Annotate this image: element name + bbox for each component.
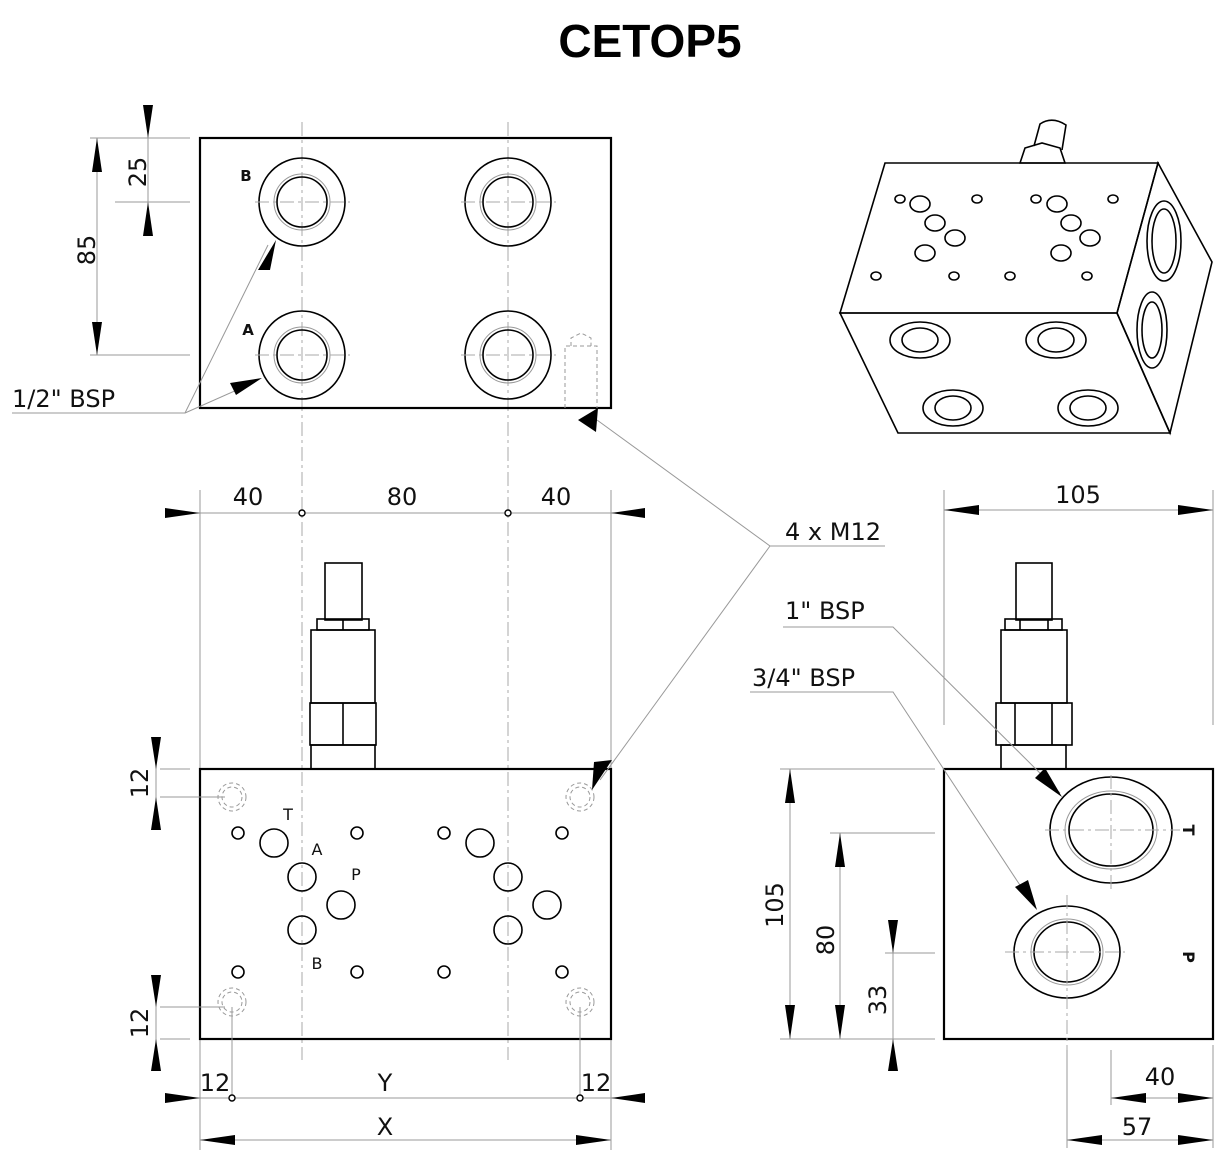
- port-label-b-front: B: [312, 954, 323, 973]
- dim-40-right: 40: [541, 483, 572, 511]
- port-p-side: [1005, 895, 1125, 1060]
- port-label-p: P: [351, 865, 361, 884]
- arrow: [258, 240, 276, 270]
- dim-40-side: 40: [1145, 1063, 1176, 1091]
- callout-half-bsp: 1/2" BSP: [12, 385, 115, 413]
- side-view: 105 T P: [750, 481, 1215, 1148]
- side-view-block: [942, 767, 1215, 1041]
- top-view: B A 25 85 1/2" BSP: [12, 105, 613, 1060]
- dim-85: 85: [73, 235, 101, 266]
- dim-y: Y: [377, 1069, 393, 1097]
- callout-m12: 4 x M12: [785, 518, 881, 546]
- port-top-right: [461, 157, 556, 247]
- valve-cartridge-side: [995, 562, 1073, 770]
- dim-12-bottom: 12: [126, 1008, 154, 1039]
- front-view: 40 80 40 T A P B: [126, 408, 885, 1150]
- dim-80-side: 80: [812, 925, 840, 956]
- dim-105-width: 105: [1055, 481, 1101, 509]
- port-bottom-right: [461, 310, 556, 400]
- dim-80: 80: [387, 483, 418, 511]
- port-label-b: B: [240, 167, 251, 185]
- dim-105-height: 105: [761, 882, 789, 928]
- hidden-plug: [564, 332, 598, 408]
- dim-33: 33: [864, 985, 892, 1016]
- isometric-view: [838, 119, 1213, 436]
- front-view-block: [198, 767, 613, 1041]
- dim-57: 57: [1122, 1113, 1153, 1141]
- valve-cartridge-front: [309, 562, 377, 770]
- port-label-t: T: [282, 805, 293, 824]
- drawing-title: CETOP5: [558, 15, 741, 67]
- dim-25: 25: [124, 157, 152, 188]
- mounting-holes-m12: [217, 782, 595, 1017]
- port-label-t-side: T: [1179, 825, 1198, 836]
- port-label-a-front: A: [312, 840, 323, 859]
- port-a-top: [255, 310, 350, 400]
- callout-3-4-bsp: 3/4" BSP: [752, 664, 855, 692]
- dim-12-left: 12: [200, 1069, 231, 1097]
- top-view-block: [198, 136, 613, 410]
- dim-12-right: 12: [581, 1069, 612, 1097]
- callout-1-bsp: 1" BSP: [785, 597, 865, 625]
- dim-x: X: [377, 1113, 393, 1141]
- port-label-p-side: P: [1179, 951, 1198, 963]
- port-b-top: [255, 157, 350, 247]
- port-t-side: [1045, 775, 1180, 890]
- dim-12-top: 12: [126, 768, 154, 799]
- port-label-a: A: [242, 321, 254, 339]
- dim-40-left: 40: [233, 483, 264, 511]
